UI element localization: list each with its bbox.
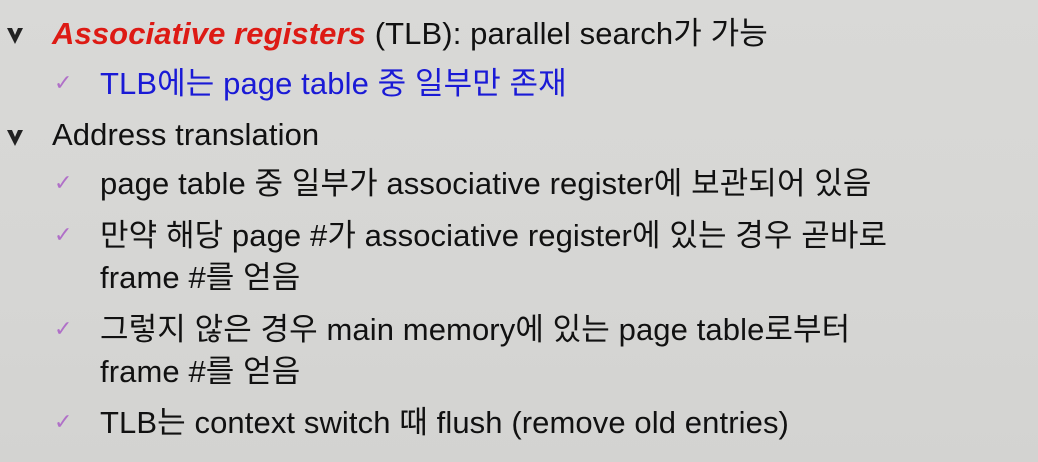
bullet-address-translation: Address translation <box>52 117 320 152</box>
sub-bullet-tlb-partial: TLB에는 page table 중 일부만 존재 <box>100 66 567 101</box>
sub-bullet-miss-line2: frame #를 얻음 <box>100 354 301 389</box>
sub-bullet-stored-in-registers: page table 중 일부가 associative register에 보… <box>100 166 872 201</box>
arrow-bullet-icon <box>7 130 23 146</box>
heading-emphasis: Associative registers <box>52 16 366 51</box>
check-mark-icon: ✓ <box>54 223 73 248</box>
heading-rest: (TLB): parallel search가 가능 <box>366 16 768 51</box>
arrow-bullet-icon <box>7 28 23 44</box>
check-mark-icon: ✓ <box>54 317 73 342</box>
bullet-associative-registers: Associative registers (TLB): parallel se… <box>52 14 768 54</box>
sub-bullet-miss-line1: 그렇지 않은 경우 main memory에 있는 page table로부터 <box>100 312 851 347</box>
check-mark-icon: ✓ <box>54 71 73 96</box>
sub-bullet-flush: TLB는 context switch 때 flush (remove old … <box>100 405 789 440</box>
sub-bullet-hit-line1: 만약 해당 page #가 associative register에 있는 경… <box>100 218 888 253</box>
check-mark-icon: ✓ <box>54 410 73 435</box>
check-mark-icon: ✓ <box>54 171 73 196</box>
sub-bullet-hit-line2: frame #를 얻음 <box>100 260 301 295</box>
